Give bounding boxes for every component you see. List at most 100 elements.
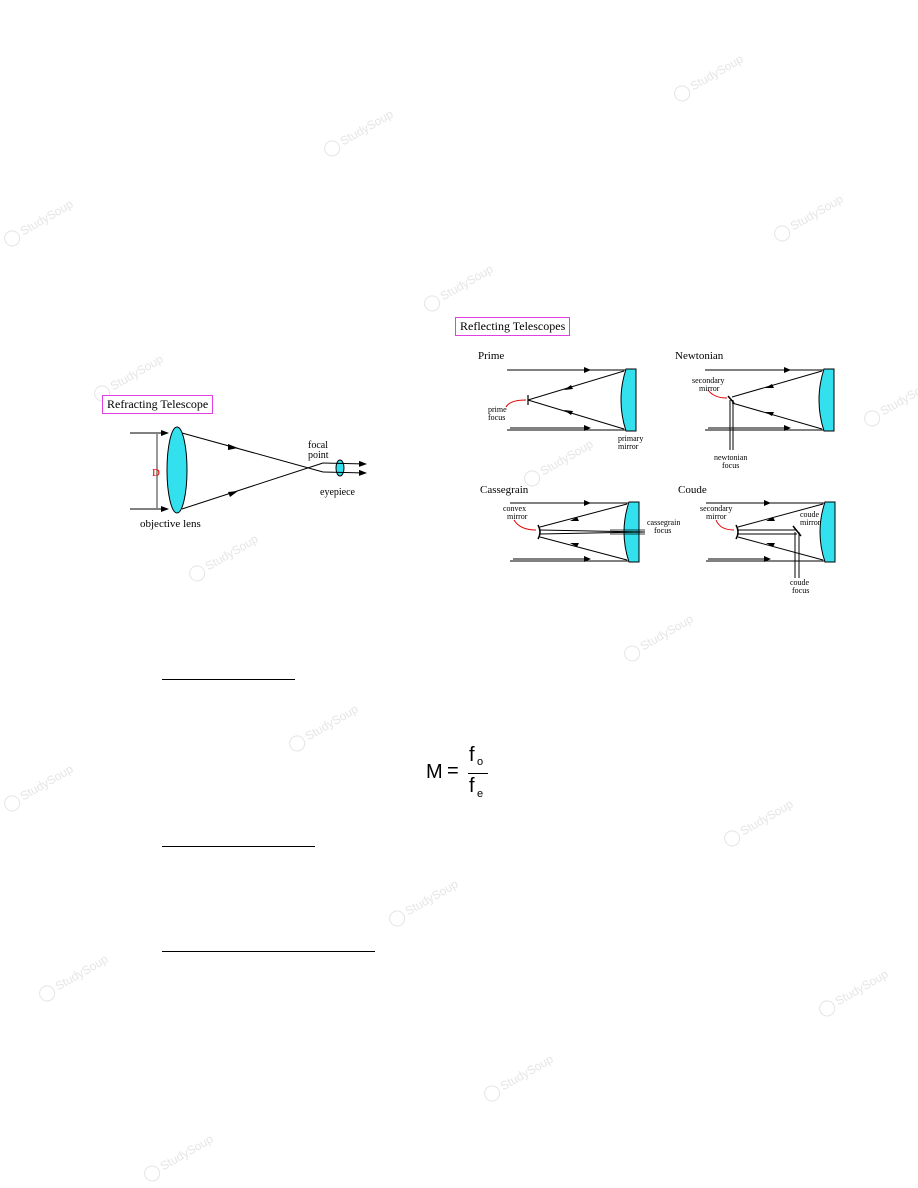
ray — [731, 370, 823, 398]
watermark: StudySoup — [321, 107, 396, 160]
secondary-mirror-icon — [735, 524, 739, 540]
watermark: StudySoup — [1, 762, 76, 815]
ray-arrow — [570, 517, 579, 521]
prime-focus-label-line1: prime — [488, 405, 507, 414]
watermark-text: StudySoup — [637, 611, 696, 654]
watermark-text: StudySoup — [337, 106, 396, 149]
cassegrain-title: Cassegrain — [480, 484, 529, 496]
ray-arrow — [564, 410, 573, 415]
ray — [527, 399, 625, 430]
ray — [539, 529, 646, 533]
watermark-text: StudySoup — [687, 51, 746, 94]
convex-mirror-icon — [537, 524, 541, 540]
converging-ray-top — [181, 432, 324, 473]
watermark-text: StudySoup — [737, 796, 796, 839]
coude-mirror-label-line2: mirror — [800, 518, 821, 527]
eyepiece-label: eyepiece — [320, 487, 356, 498]
watermark-text: StudySoup — [437, 261, 496, 304]
watermark: StudySoup — [286, 702, 361, 755]
watermark-text: StudySoup — [17, 761, 76, 804]
prime-telescope — [505, 367, 637, 432]
watermark: StudySoup — [816, 967, 891, 1020]
converging-ray-bottom — [181, 462, 324, 510]
reflecting-diagram: Prime prime focus primary mirror Newtoni… — [478, 350, 836, 595]
focal-point-label-line2: point — [308, 450, 329, 461]
ray — [539, 531, 646, 535]
watermark-text: StudySoup — [402, 876, 461, 919]
coude-title: Coude — [678, 484, 707, 496]
watermark-text: StudySoup — [877, 376, 918, 419]
watermark: StudySoup — [771, 192, 846, 245]
pointer-line — [715, 519, 735, 531]
pointer-line — [505, 399, 527, 408]
primary-mirror-icon — [819, 501, 836, 563]
formula-denominator-subscript: e — [477, 788, 484, 800]
coude-telescope — [706, 500, 836, 578]
newtonian-secondary-label-line1: secondary — [692, 376, 724, 385]
primary-mirror-label-line2: mirror — [618, 442, 639, 451]
watermark-text: StudySoup — [52, 951, 111, 994]
heading-underline-3 — [162, 951, 375, 952]
newtonian-title: Newtonian — [675, 350, 724, 362]
formula-lhs: M — [426, 761, 443, 783]
ray-arrow — [228, 491, 238, 497]
coude-secondary-label-line2: mirror — [706, 512, 727, 521]
magnification-formula: M = f o f e — [426, 744, 496, 808]
cassegrain-focus-label-line2: focus — [654, 526, 671, 535]
ray — [737, 503, 824, 528]
watermark: StudySoup — [186, 532, 261, 585]
watermark-text: StudySoup — [17, 196, 76, 239]
prime-title: Prime — [478, 350, 504, 362]
newtonian-secondary-label-line2: mirror — [699, 384, 720, 393]
formula-denominator: f — [469, 775, 475, 797]
coude-mirror-label-line1: coude — [800, 510, 820, 519]
prime-focus-label-line2: focus — [488, 413, 505, 422]
heading-underline-1 — [162, 679, 295, 680]
ray — [731, 402, 823, 430]
cassegrain-convex-label-line1: convex — [503, 504, 526, 513]
ray — [527, 370, 625, 401]
outgoing-ray-top — [322, 460, 367, 467]
watermark-text: StudySoup — [202, 531, 261, 574]
watermark-text: StudySoup — [107, 351, 166, 394]
cassegrain-focus-label-line1: cassegrain — [647, 518, 680, 527]
formula-numerator: f — [469, 744, 475, 766]
ray-arrow — [765, 412, 774, 416]
pointer-line — [513, 519, 537, 531]
ray-arrow — [228, 444, 238, 450]
ray — [539, 503, 628, 528]
ray-arrow — [765, 384, 774, 388]
reflecting-title: Reflecting Telescopes — [455, 317, 571, 336]
ray-arrow — [564, 385, 573, 390]
heading-underline-2 — [162, 846, 315, 847]
watermark: StudySoup — [671, 52, 746, 105]
objective-lens-label: objective lens — [140, 518, 201, 530]
diameter-label: D — [152, 467, 160, 479]
watermark: StudySoup — [1, 197, 76, 250]
cassegrain-convex-label-line2: mirror — [507, 512, 528, 521]
coude-secondary-label-line1: secondary — [700, 504, 732, 513]
coude-focus-label-line2: focus — [792, 586, 809, 595]
watermark: StudySoup — [621, 612, 696, 665]
cassegrain-telescope — [510, 500, 646, 563]
eyepiece-lens-icon — [335, 459, 345, 477]
primary-mirror-icon — [818, 368, 835, 432]
outgoing-ray-bottom — [322, 469, 367, 476]
newtonian-focus-label-line1: newtonian — [714, 453, 747, 462]
watermark: StudySoup — [141, 1132, 216, 1185]
refracting-diagram: D focal point eyepiece objective lens — [130, 426, 367, 530]
watermark-text: StudySoup — [497, 1051, 556, 1094]
coude-mirror-icon — [792, 525, 802, 537]
formula-equals: = — [447, 760, 459, 782]
ray-arrow — [570, 543, 579, 547]
ray — [539, 536, 628, 561]
primary-mirror-icon — [620, 368, 637, 432]
fraction-bar — [468, 773, 488, 774]
objective-lens-icon — [166, 426, 188, 514]
watermark: StudySoup — [36, 952, 111, 1005]
ray — [737, 536, 824, 561]
newtonian-telescope — [705, 367, 835, 450]
watermark: StudySoup — [861, 377, 918, 430]
coude-focus-label-line1: coude — [790, 578, 810, 587]
refracting-title: Refracting Telescope — [102, 395, 214, 414]
